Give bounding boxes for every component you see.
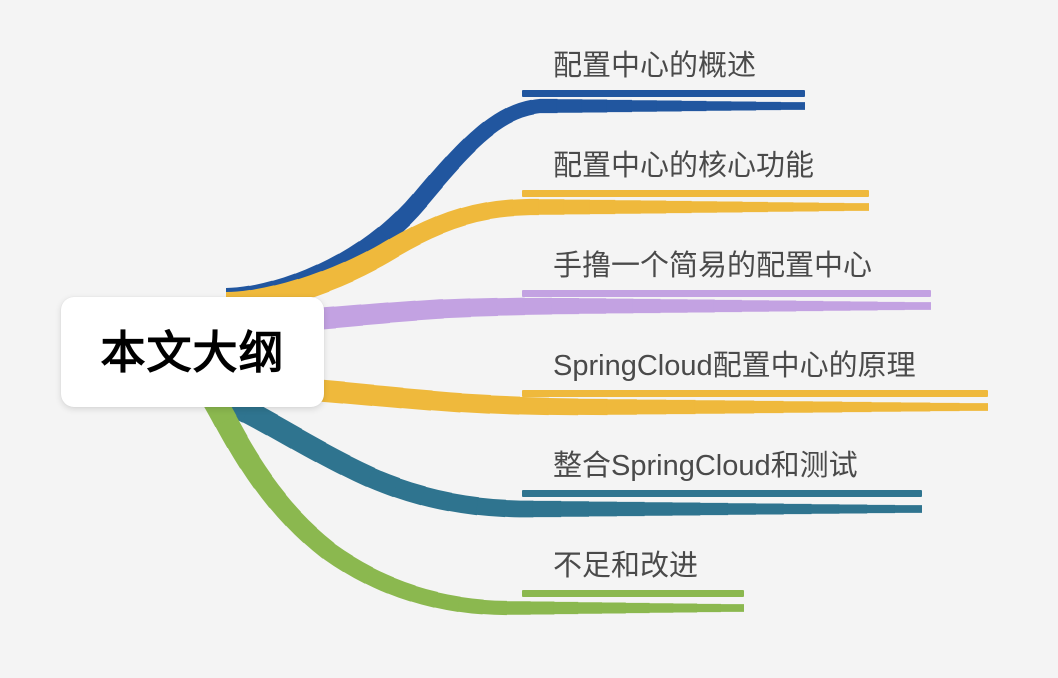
branch-curve [207, 396, 744, 616]
branch-curve [225, 98, 805, 308]
branch-label: SpringCloud配置中心的原理 [553, 350, 916, 382]
branch-curve [225, 297, 931, 333]
branch-curve [225, 375, 988, 417]
branch-node-6[interactable]: 不足和改进 [522, 552, 744, 597]
branch-underline [522, 490, 922, 497]
branch-curve [225, 198, 869, 313]
branch-curve [203, 393, 744, 620]
branch-label: 配置中心的概述 [553, 50, 757, 82]
branch-underline [522, 90, 805, 97]
branch-curve [205, 395, 744, 618]
branch-underline [522, 590, 744, 597]
branch-node-4[interactable]: SpringCloud配置中心的原理 [522, 352, 988, 397]
branch-node-3[interactable]: 手撸一个简易的配置中心 [522, 252, 931, 297]
branch-curve [225, 96, 805, 310]
branch-node-5[interactable]: 整合SpringCloud和测试 [522, 452, 922, 497]
root-node[interactable]: 本文大纲 [61, 297, 324, 407]
branch-curve [225, 376, 988, 416]
branch-curve [218, 390, 922, 520]
root-node-label: 本文大纲 [100, 326, 285, 378]
branch-underline [522, 190, 869, 197]
branch-curve [225, 296, 931, 334]
branch-label: 手撸一个简易的配置中心 [553, 250, 873, 282]
branch-node-2[interactable]: 配置中心的核心功能 [522, 152, 869, 197]
branch-label: 配置中心的核心功能 [553, 150, 815, 182]
branch-underline [522, 290, 931, 297]
branch-curve [218, 391, 922, 518]
branch-curve [225, 196, 869, 315]
branch-label: 不足和改进 [553, 550, 699, 582]
branch-curve [217, 389, 922, 521]
branch-node-1[interactable]: 配置中心的概述 [522, 52, 805, 97]
branch-underline [522, 390, 988, 397]
branch-label: 整合SpringCloud和测试 [553, 450, 858, 482]
